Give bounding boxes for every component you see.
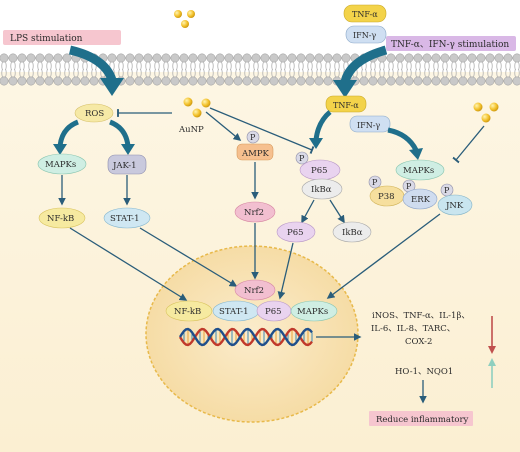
- ifn-ligand-label: IFN-γ: [353, 31, 376, 40]
- cytokines-line2: IL-6、IL-8、TARC、: [371, 324, 455, 334]
- tnf-ligand-label: TNF-α: [352, 10, 378, 19]
- p65-to-nucleus-arrow: [277, 242, 294, 300]
- antioxidant-label: HO-1、NQO1: [395, 367, 453, 377]
- ifn-to-mapks-arrow: [387, 127, 419, 152]
- gold-nanoparticle-icon: [181, 20, 189, 28]
- mapks-left-node: [37, 153, 87, 175]
- tnf-to-p65-arrow: [313, 110, 332, 141]
- p65-free-label: P65: [287, 228, 304, 238]
- ros-to-jak1-arrow: [109, 119, 131, 147]
- aunp-inhibits-mapks: [452, 125, 485, 164]
- jnk-label: JNK: [445, 201, 464, 211]
- ampk-label: AMPK: [241, 149, 270, 159]
- complex-to-ikba-arrow: [329, 199, 345, 224]
- lps-entry-arrow: [68, 45, 117, 82]
- p65-complex-label: P65: [311, 166, 328, 176]
- mapks-right-node: [395, 159, 445, 181]
- reduce-inflammatory-box: [369, 411, 473, 426]
- ros-to-mapks-arrow: [57, 119, 79, 147]
- cell-membrane: [0, 53, 520, 86]
- phosphate-icon: [246, 130, 260, 144]
- stat1-nucleus-label: STAT-1: [219, 307, 249, 317]
- nfkb-left-node: [38, 207, 86, 229]
- ifn-receptor: [349, 115, 391, 133]
- lps-stimulation-box: [3, 30, 121, 45]
- gold-nanoparticle-icon: [192, 108, 202, 118]
- complex-to-p65-arrow: [301, 199, 315, 224]
- phosphate-icon: [368, 175, 382, 189]
- mapks-right-label: MAPKs: [403, 166, 434, 176]
- erk-label: ERK: [411, 195, 431, 205]
- tnf-ifn-stimulation-box: [386, 36, 516, 51]
- tnf-receptor: [325, 95, 367, 113]
- phosphate-label: P: [406, 182, 412, 191]
- ikba-free-node: [332, 221, 372, 243]
- phosphate-label: P: [372, 178, 378, 187]
- p65-nucleus-label: P65: [265, 307, 282, 317]
- nrf2-mid-node: [234, 201, 276, 223]
- phosphate-label: P: [299, 154, 305, 163]
- gold-nanoparticle-icon: [481, 113, 491, 123]
- tnf-ligand: [343, 4, 387, 23]
- ampk-node: [236, 143, 274, 161]
- ros-node: [74, 103, 114, 123]
- gold-nanoparticle-icon: [183, 97, 193, 107]
- nfkb-nucleus-node: [165, 300, 213, 322]
- cytokines-line3: COX-2: [405, 337, 432, 347]
- phosphate-icon: [295, 151, 309, 165]
- dna-helix-icon: [178, 327, 313, 347]
- jak1-node: [107, 154, 147, 175]
- lps-stimulation-label: LPS stimulation: [10, 34, 83, 44]
- stat1-left-node: [103, 207, 151, 229]
- mapks-left-label: MAPKs: [45, 160, 76, 170]
- cytokine-entry-arrow: [340, 45, 388, 84]
- nfkb-to-nucleus-arrow: [69, 227, 188, 301]
- gold-nanoparticle-icon: [174, 10, 182, 18]
- stat1-to-nucleus-arrow: [139, 227, 238, 287]
- nfkb-left-label: NF-kB: [47, 214, 74, 224]
- ifn-ligand: [345, 25, 387, 44]
- ifn-receptor-label: IFN-γ: [357, 121, 380, 130]
- nrf2-nucleus-node: [234, 279, 276, 301]
- nrf2-mid-label: Nrf2: [244, 208, 264, 218]
- cytokines-line1: iNOS、TNF-α、IL-1β、: [372, 311, 470, 321]
- reduce-inflammatory-label: Reduce inflammatory: [376, 415, 469, 425]
- aunp-inhibits-p65: [209, 107, 315, 154]
- aunp-to-ampk-arrow: [205, 111, 242, 141]
- mapks-nucleus-node: [290, 300, 338, 322]
- nrf2-nucleus-label: Nrf2: [244, 286, 264, 296]
- aunp-label: AuNP: [178, 125, 204, 135]
- p65-free-node: [276, 221, 316, 243]
- gold-nanoparticle-icon: [489, 102, 499, 112]
- ikba-free-label: IkBα: [342, 228, 363, 238]
- mapks-nucleus-label: MAPKs: [297, 307, 328, 317]
- mapks-to-nucleus-arrow: [326, 213, 441, 299]
- ikba-complex-node: [301, 178, 343, 200]
- jak1-label: JAK-1: [112, 161, 137, 171]
- gold-nanoparticle-icon: [201, 98, 211, 108]
- erk-node: [402, 188, 438, 210]
- tnf-receptor-label: TNF-α: [333, 101, 359, 110]
- nfkb-nucleus-label: NF-kB: [174, 307, 201, 317]
- phosphate-label: P: [444, 186, 450, 195]
- gold-nanoparticle-icon: [187, 10, 195, 18]
- ikba-complex-label: IkBα: [311, 185, 332, 195]
- p38-label: P38: [378, 192, 395, 202]
- stat1-left-label: STAT-1: [110, 214, 140, 224]
- jnk-node: [437, 194, 473, 216]
- ros-label: ROS: [85, 109, 104, 119]
- phosphate-label: P: [250, 133, 256, 142]
- tnf-ifn-stimulation-label: TNF-α、IFN-γ stimulation: [391, 40, 509, 50]
- gold-nanoparticle-icon: [473, 102, 483, 112]
